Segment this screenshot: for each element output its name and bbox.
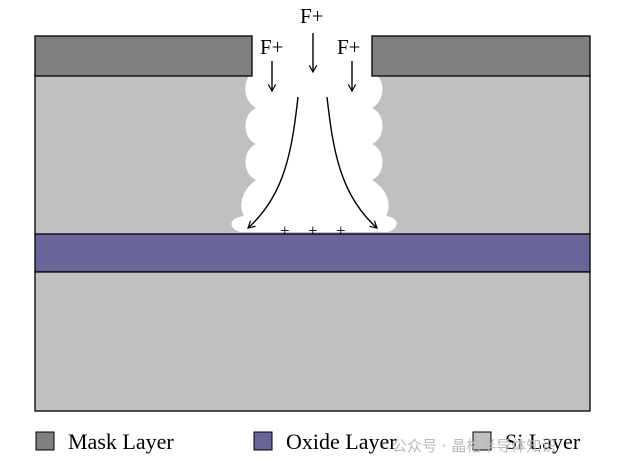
etched-trench bbox=[231, 72, 397, 232]
oxide-layer bbox=[34, 233, 591, 273]
legend-label-oxide: Oxide Layer bbox=[286, 429, 397, 454]
legend-label-si: Si Layer bbox=[505, 429, 581, 454]
charge-2: + bbox=[308, 221, 318, 240]
charge-1: + bbox=[280, 221, 290, 240]
legend: Mask Layer Oxide Layer Si Layer bbox=[35, 429, 581, 454]
ion-label-right: F+ bbox=[337, 35, 361, 59]
ion-label-top: F+ bbox=[300, 4, 324, 28]
ion-label-left: F+ bbox=[260, 35, 284, 59]
mask-block-left bbox=[34, 35, 253, 77]
mask-block-right bbox=[371, 35, 591, 77]
legend-swatch-oxide bbox=[253, 431, 273, 451]
watermark-text: 公众号 · 晶格半导体知识 bbox=[392, 437, 556, 455]
charge-3: + bbox=[336, 221, 346, 240]
lower-si-layer bbox=[34, 271, 591, 412]
deflected-ion-arrow-left bbox=[247, 96, 299, 229]
legend-label-mask: Mask Layer bbox=[68, 429, 174, 454]
legend-swatch-si bbox=[472, 431, 492, 451]
deflected-ion-arrow-right bbox=[326, 96, 378, 229]
legend-swatch-mask bbox=[35, 431, 55, 451]
